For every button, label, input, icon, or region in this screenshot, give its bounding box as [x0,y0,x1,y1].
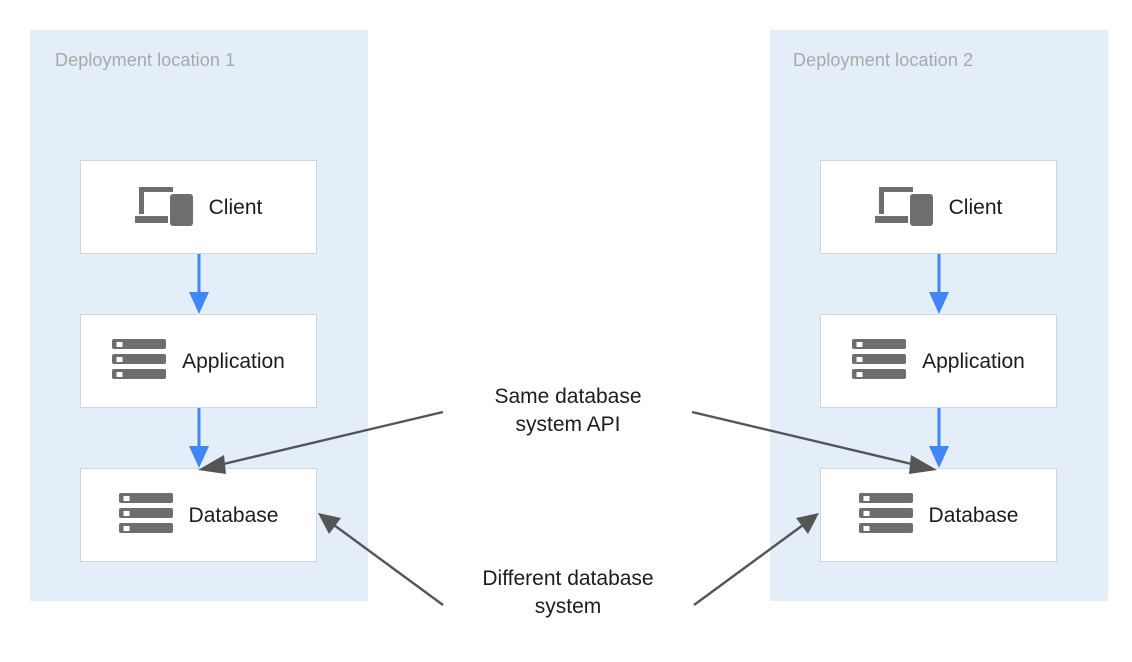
storage-icon [112,337,167,386]
devices-icon [874,183,933,232]
node-label-application-2: Application [922,349,1025,373]
node-database-location-2: Database [820,468,1057,562]
node-label-database-2: Database [928,503,1019,527]
node-label-client-2: Client [948,195,1003,219]
storage-icon [858,491,913,540]
node-client-location-1: Client [80,160,317,254]
node-client-location-2: Client [820,160,1057,254]
storage-icon [852,337,907,386]
deployment-location-2-title: Deployment location 2 [793,50,974,70]
node-application-location-1: Application [80,314,317,408]
node-label-client-1: Client [208,195,263,219]
deployment-location-1-title: Deployment location 1 [55,50,236,70]
node-database-location-1: Database [80,468,317,562]
arrow-client-to-application-1 [189,254,209,314]
storage-icon [118,491,173,540]
arrow-client-to-application-2 [929,254,949,314]
callout-same-api-right [691,410,937,474]
callout-different-system-right [693,513,819,606]
arrow-application-to-database-1 [189,408,209,468]
node-label-database-1: Database [188,503,279,527]
node-label-application-1: Application [182,349,285,373]
annotation-different-database-system: Different database system [482,567,654,618]
devices-icon [134,183,193,232]
arrow-application-to-database-2 [929,408,949,468]
callout-different-system-left [318,513,444,606]
callout-same-api-left [198,410,444,474]
node-application-location-2: Application [820,314,1057,408]
annotation-same-database-system-api: Same database system API [494,385,642,436]
